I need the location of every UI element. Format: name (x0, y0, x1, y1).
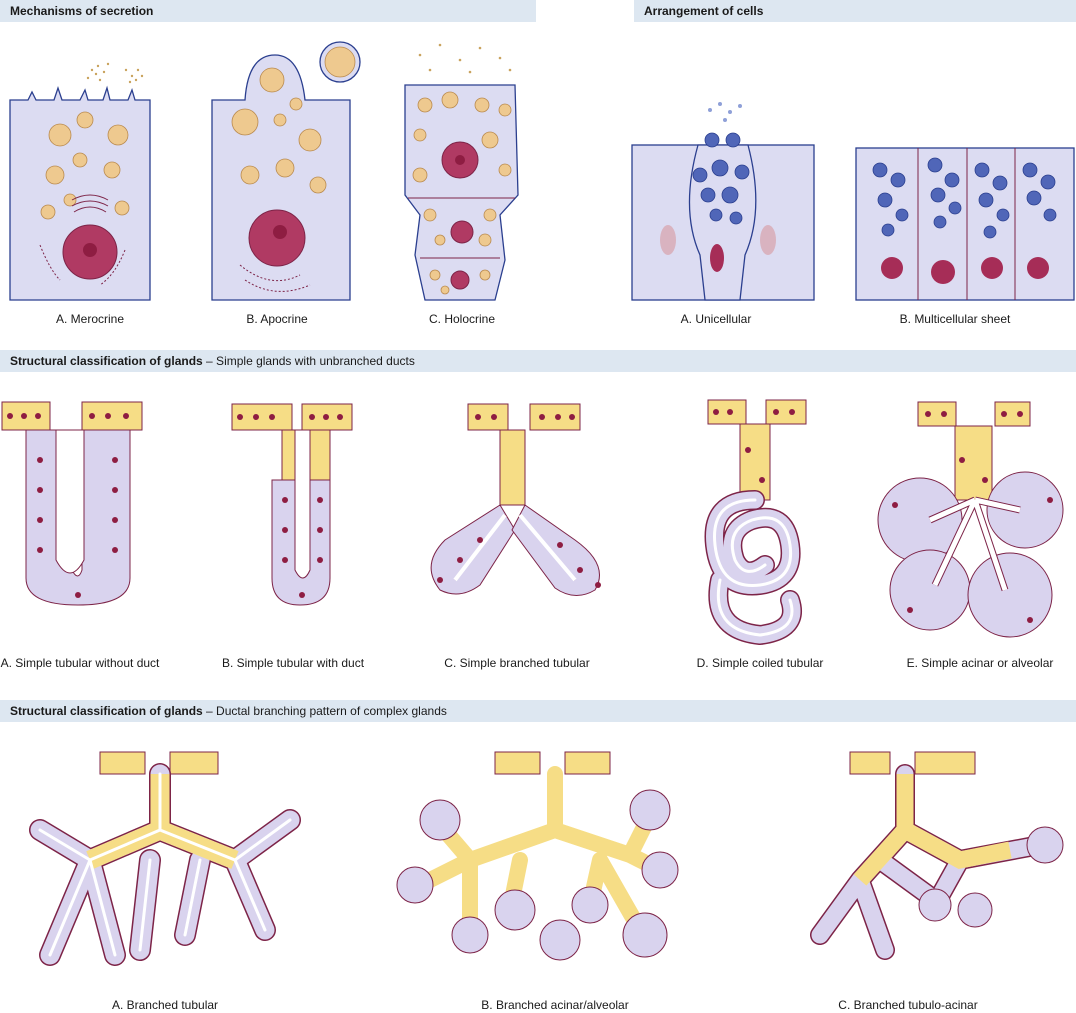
simple-tubular-with-duct-illustration (231, 403, 353, 606)
mechanisms-title: Mechanisms of secretion (10, 4, 154, 18)
simple-coiled-tubular-illustration (704, 399, 807, 646)
caption-holocrine: C. Holocrine (428, 312, 496, 326)
complex-glands-subtitle: – Ductal branching pattern of complex gl… (202, 704, 447, 718)
caption-branched-tubulo-acinar: C. Branched tubulo-acinar (838, 998, 978, 1012)
caption-unicellular: A. Unicellular (680, 312, 752, 326)
mechanisms-header: Mechanisms of secretion (0, 0, 536, 22)
apocrine-cell-illustration (211, 41, 361, 301)
caption-branched-acinar: B. Branched acinar/alveolar (481, 998, 629, 1012)
complex-glands-header: Structural classification of glands – Du… (0, 700, 1076, 722)
unicellular-gland-illustration (631, 102, 815, 301)
simple-glands-header: Structural classification of glands – Si… (0, 350, 1076, 372)
simple-tubular-without-duct-illustration (1, 401, 143, 606)
simple-branched-tubular-illustration (430, 403, 601, 596)
caption-simple-acinar: E. Simple acinar or alveolar (906, 656, 1054, 670)
caption-multicellular-sheet: B. Multicellular sheet (899, 312, 1011, 326)
holocrine-cell-illustration (404, 43, 519, 301)
caption-simple-branched-tubular: C. Simple branched tubular (444, 656, 590, 670)
multicellular-sheet-illustration (855, 147, 1075, 301)
complex-glands-title: Structural classification of glands (10, 704, 203, 718)
arrangement-title: Arrangement of cells (644, 4, 764, 18)
branched-tubular-illustration (29, 751, 301, 966)
caption-branched-tubular: A. Branched tubular (111, 998, 219, 1012)
caption-apocrine: B. Apocrine (246, 312, 308, 326)
simple-glands-subtitle: – Simple glands with unbranched ducts (202, 354, 415, 368)
caption-merocrine: A. Merocrine (55, 312, 125, 326)
simple-glands-title: Structural classification of glands (10, 354, 203, 368)
arrangement-header: Arrangement of cells (634, 0, 1076, 22)
simple-acinar-illustration (877, 401, 1064, 638)
caption-simple-tubular-without-duct: A. Simple tubular without duct (0, 656, 160, 670)
branched-acinar-illustration (396, 751, 679, 961)
caption-simple-coiled-tubular: D. Simple coiled tubular (696, 656, 824, 670)
caption-simple-tubular-with-duct: B. Simple tubular with duct (221, 656, 365, 670)
branched-tubulo-acinar-illustration (810, 751, 1064, 960)
merocrine-cell-illustration (9, 62, 151, 301)
